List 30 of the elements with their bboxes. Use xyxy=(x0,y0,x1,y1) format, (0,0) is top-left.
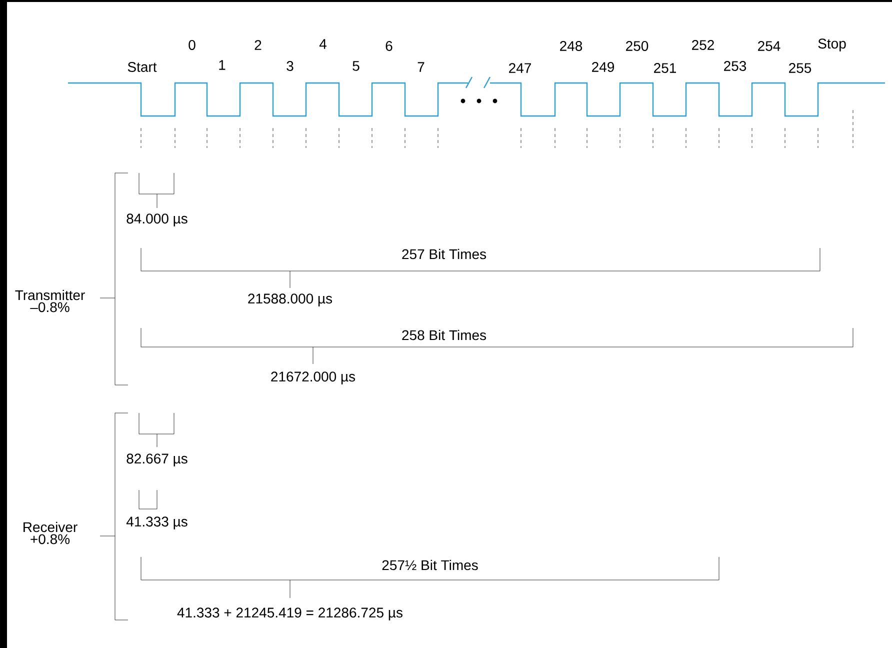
bit-label: 251 xyxy=(654,63,676,73)
bit-label: 248 xyxy=(560,41,582,51)
group-label: Receiver +0.8% xyxy=(24,522,78,544)
bit-label: 0 xyxy=(188,40,196,50)
dimension-label: 84.000 µs xyxy=(126,214,188,226)
bit-label: 3 xyxy=(286,61,294,71)
bit-label: Stop xyxy=(818,38,846,52)
bit-label: Start xyxy=(128,62,157,72)
group-label: Transmitter –0.8% xyxy=(15,290,85,312)
bit-label: 5 xyxy=(352,61,360,71)
bit-label: 254 xyxy=(758,41,780,51)
bit-label: 1 xyxy=(219,60,226,70)
bit-label: 250 xyxy=(626,41,648,51)
dimension-label: 41.333 µs xyxy=(126,516,188,530)
bit-label: 255 xyxy=(789,63,812,73)
dimension-label: 258 Bit Times xyxy=(402,330,486,340)
bit-label: 6 xyxy=(386,41,392,51)
bit-label: 249 xyxy=(592,62,614,72)
bit-label: 4 xyxy=(319,39,326,49)
bit-label: 247 xyxy=(509,63,531,73)
bit-label: 253 xyxy=(724,61,746,71)
bit-label: 252 xyxy=(692,40,714,50)
dimension-label: 21588.000 µs xyxy=(248,294,332,306)
dimension-label: 257 Bit Times xyxy=(402,248,486,260)
dimension-label: 257½ Bit Times xyxy=(382,560,478,570)
bit-label: 7 xyxy=(418,62,424,72)
dimension-label: 82.667 µs xyxy=(126,454,188,466)
dimension-label: 41.333 + 21245.419 = 21286.725 µs xyxy=(177,608,402,620)
bit-label: 2 xyxy=(254,40,262,50)
dimension-label: 21672.000 µs xyxy=(271,372,356,384)
